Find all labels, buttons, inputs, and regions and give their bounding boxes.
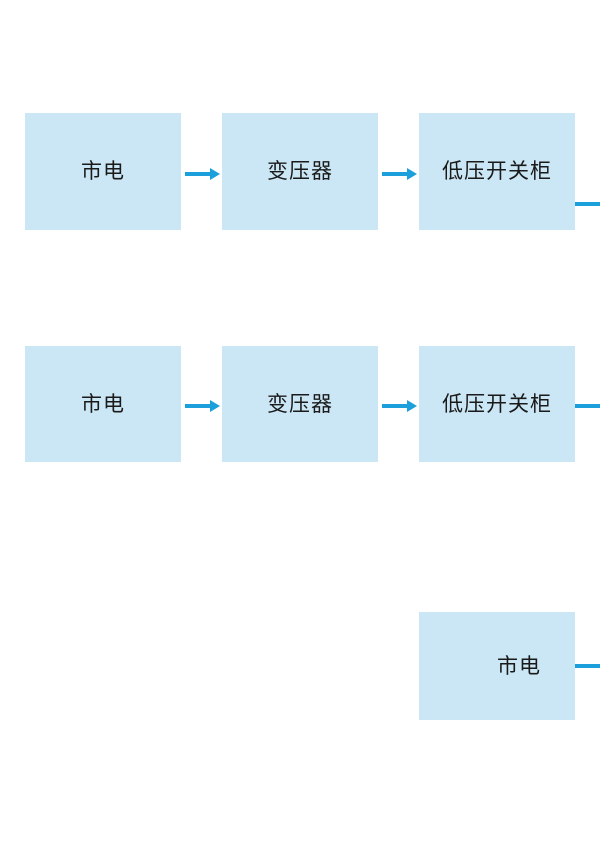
process-node-label: 低压开关柜 [442,392,552,416]
connector-line [575,664,600,668]
process-node-label: 市电 [81,392,125,416]
process-node[interactable]: 变压器 [222,346,378,462]
flow-arrow-icon [185,396,220,416]
connector-line [575,202,600,206]
process-node[interactable]: 低压开关柜 [419,346,575,462]
process-node-label: 变压器 [267,392,333,416]
process-node-label: 变压器 [267,160,333,183]
process-node-label: 市电 [497,654,541,678]
process-node[interactable]: 低压开关柜 [419,113,575,230]
flow-arrow-icon [382,164,417,184]
process-node[interactable]: 市电 [25,346,181,462]
process-node-label: 市电 [81,160,125,183]
process-node-label: 低压开关柜 [442,160,552,183]
process-node[interactable]: 变压器 [222,113,378,230]
process-node[interactable]: 市电 [25,113,181,230]
flow-arrow-icon [185,164,220,184]
connector-line [575,404,600,408]
flow-arrow-icon [382,396,417,416]
process-node[interactable]: 市电 [419,612,575,720]
